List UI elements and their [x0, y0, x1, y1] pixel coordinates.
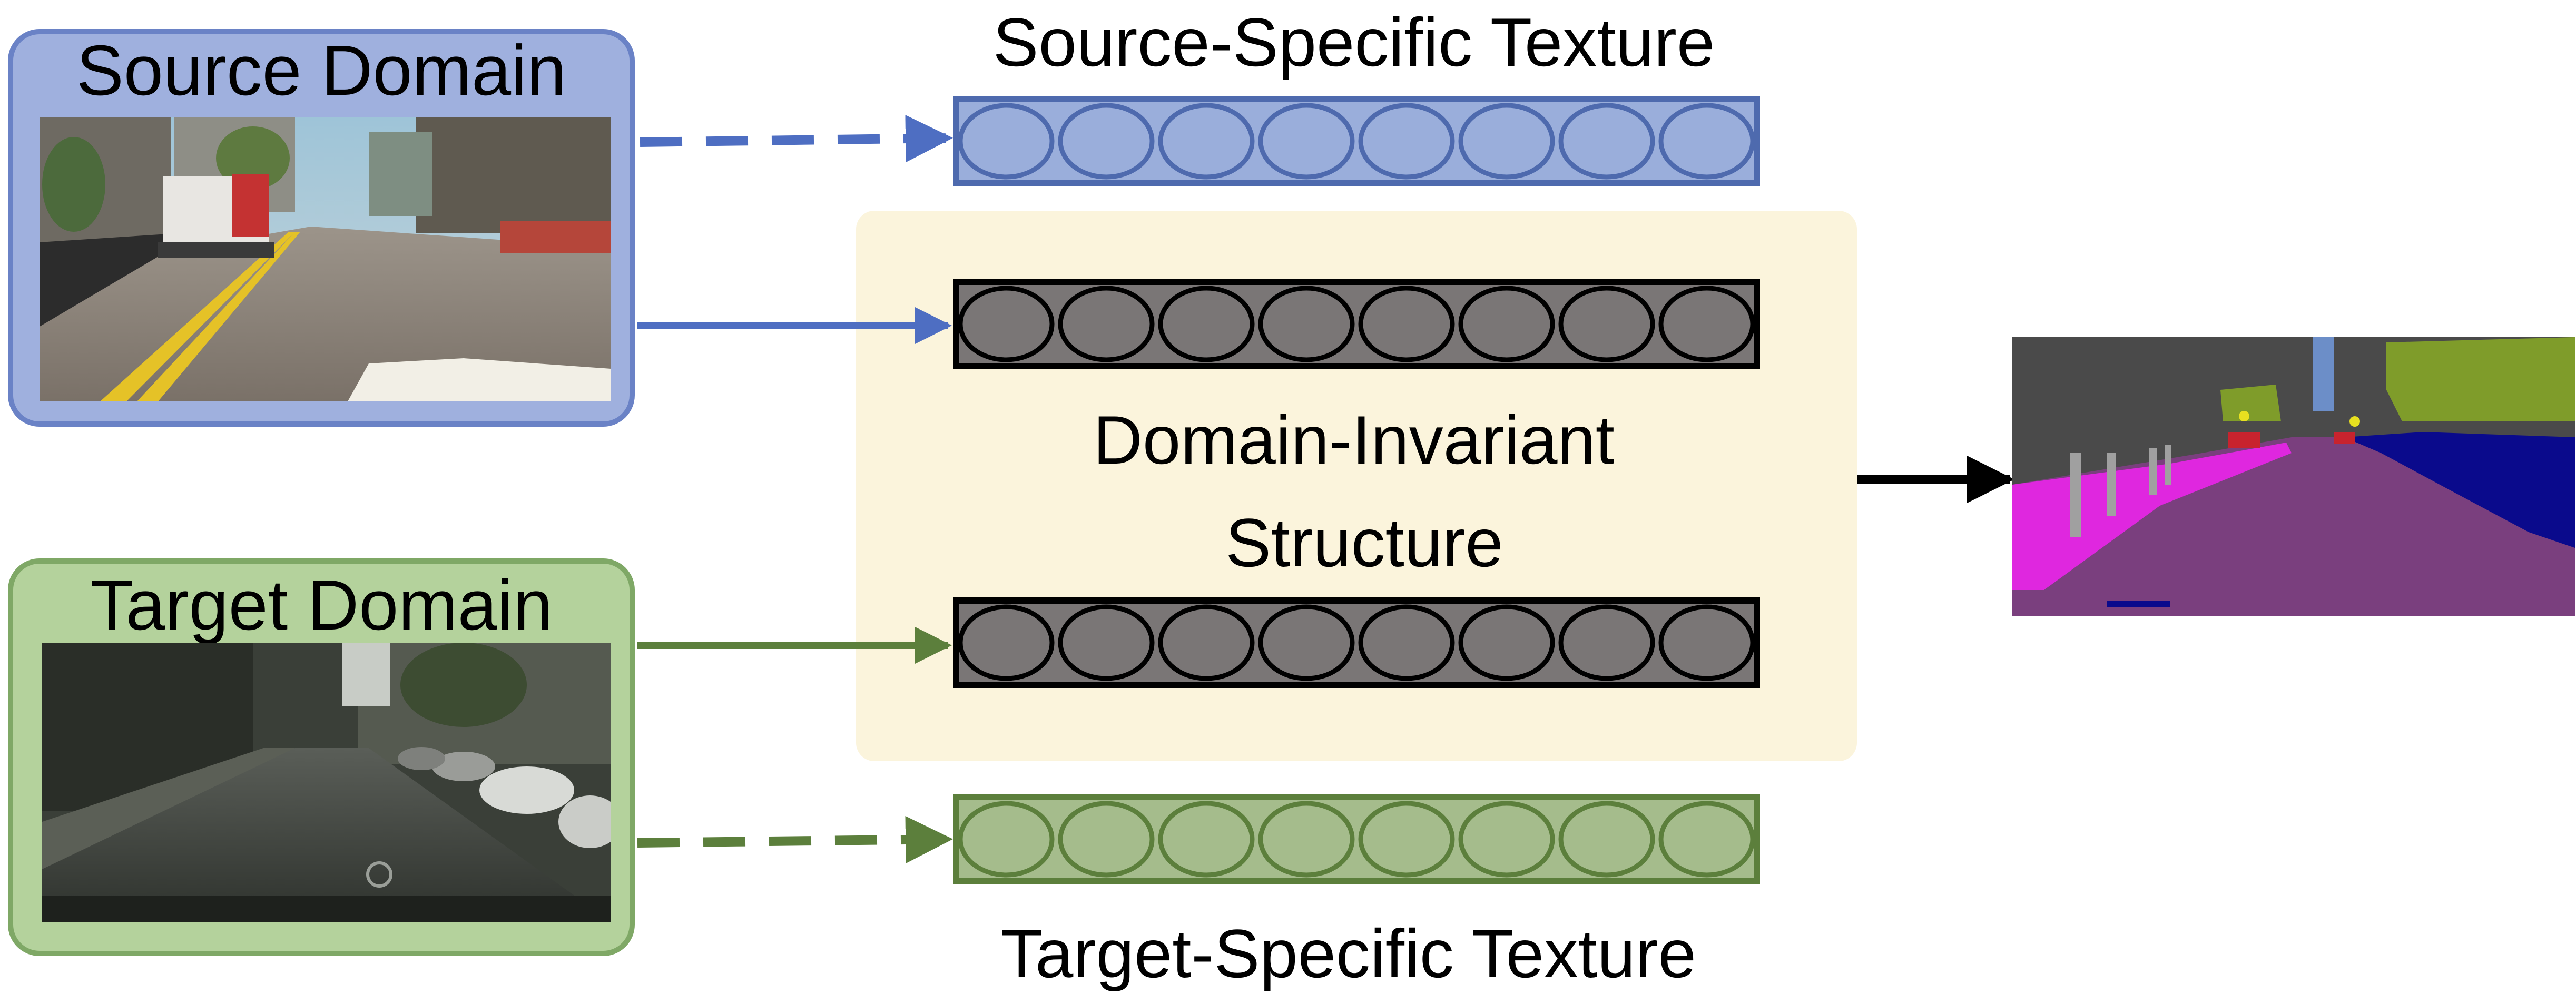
target-texture-unit [1358, 801, 1455, 878]
source-domain-panel: Source Domain [8, 29, 635, 427]
invariant-unit [1458, 286, 1555, 362]
invariant-unit [1258, 286, 1355, 362]
source-texture-unit [1358, 103, 1455, 180]
source-texture-vector [953, 96, 1760, 186]
target-texture-label: Target-Specific Texture [1001, 915, 1696, 992]
source-texture-unit [1458, 103, 1555, 180]
invariant-unit [1258, 604, 1355, 681]
target-domain-panel: Target Domain [8, 558, 635, 956]
invariant-unit [1158, 604, 1255, 681]
invariant-unit [1558, 604, 1655, 681]
source-texture-unit [1258, 103, 1355, 180]
source-texture-unit [1558, 103, 1655, 180]
invariant-unit [1658, 286, 1755, 362]
target-texture-arrow [637, 815, 953, 863]
source-texture-unit [1658, 103, 1755, 180]
invariant-label-line2: Structure [1225, 504, 1503, 581]
target-texture-vector [953, 794, 1760, 884]
invariant-vector-target [953, 597, 1760, 688]
invariant-unit [958, 286, 1055, 362]
target-street-photo [42, 643, 611, 922]
target-domain-title: Target Domain [90, 565, 553, 645]
source-texture-unit [1158, 103, 1255, 180]
target-texture-unit [1458, 801, 1555, 878]
invariant-unit [1458, 604, 1555, 681]
invariant-unit [1358, 604, 1455, 681]
source-texture-label: Source-Specific Texture [993, 4, 1715, 81]
invariant-unit [1658, 604, 1755, 681]
target-texture-unit [1058, 801, 1155, 878]
segmentation-output-map [2012, 337, 2575, 616]
source-texture-arrow [640, 115, 953, 163]
target-texture-unit [1558, 801, 1655, 878]
source-texture-unit [958, 103, 1055, 180]
invariant-unit [1058, 286, 1155, 362]
invariant-unit [1558, 286, 1655, 362]
invariant-vector-source [953, 279, 1760, 369]
invariant-unit [958, 604, 1055, 681]
source-texture-unit [1058, 103, 1155, 180]
target-texture-unit [1158, 801, 1255, 878]
target-texture-unit [958, 801, 1055, 878]
invariant-unit [1058, 604, 1155, 681]
source-domain-title: Source Domain [76, 31, 566, 110]
invariant-unit [1358, 286, 1455, 362]
invariant-unit [1158, 286, 1255, 362]
source-street-photo [40, 117, 611, 401]
invariant-label-line1: Domain-Invariant [1093, 401, 1615, 478]
target-texture-unit [1258, 801, 1355, 878]
target-texture-unit [1658, 801, 1755, 878]
